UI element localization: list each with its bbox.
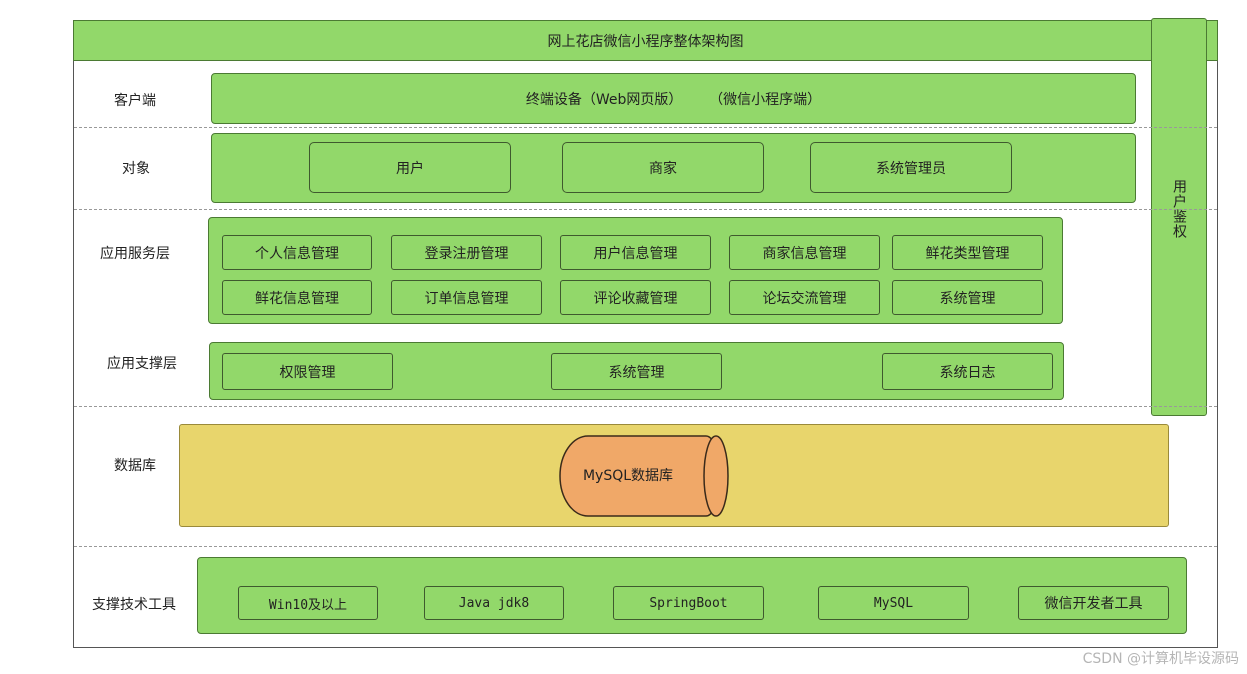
diagram-title: 网上花店微信小程序整体架构图 xyxy=(73,20,1218,61)
service-comment-favorite: 评论收藏管理 xyxy=(560,280,711,315)
separator-line xyxy=(74,546,1217,547)
service-system: 系统管理 xyxy=(892,280,1043,315)
layer-label-object: 对象 xyxy=(122,161,150,177)
tool-java: Java jdk8 xyxy=(424,586,564,620)
layer-label-client: 客户端 xyxy=(114,93,156,109)
tool-springboot: SpringBoot xyxy=(613,586,764,620)
service-flower-type: 鲜花类型管理 xyxy=(892,235,1043,270)
mysql-cylinder-label: MySQL数据库 xyxy=(582,468,674,484)
service-merchant-info: 商家信息管理 xyxy=(729,235,880,270)
support-permission: 权限管理 xyxy=(222,353,393,390)
service-personal-info: 个人信息管理 xyxy=(222,235,372,270)
separator-line xyxy=(74,209,1217,210)
support-system: 系统管理 xyxy=(551,353,722,390)
object-user: 用户 xyxy=(309,142,511,193)
service-order-info: 订单信息管理 xyxy=(391,280,542,315)
layer-label-app-service: 应用服务层 xyxy=(100,246,170,262)
mysql-cylinder-icon xyxy=(559,435,729,517)
tool-mysql: MySQL xyxy=(818,586,969,620)
separator-line xyxy=(74,406,1217,407)
layer-label-database: 数据库 xyxy=(114,458,156,474)
service-login-register: 登录注册管理 xyxy=(391,235,542,270)
tool-os: Win10及以上 xyxy=(238,586,378,620)
service-forum: 论坛交流管理 xyxy=(729,280,880,315)
client-devices-panel: 终端设备（Web网页版） （微信小程序端） xyxy=(211,73,1136,124)
service-user-info: 用户信息管理 xyxy=(560,235,711,270)
service-flower-info: 鲜花信息管理 xyxy=(222,280,372,315)
layer-label-tools: 支撑技术工具 xyxy=(92,597,176,613)
watermark: CSDN @计算机毕设源码 xyxy=(1082,651,1239,667)
object-admin: 系统管理员 xyxy=(810,142,1012,193)
object-merchant: 商家 xyxy=(562,142,764,193)
layer-label-app-support: 应用支撑层 xyxy=(107,356,177,372)
tool-wechat-devtools: 微信开发者工具 xyxy=(1018,586,1169,620)
support-log: 系统日志 xyxy=(882,353,1053,390)
separator-line xyxy=(74,127,1217,128)
user-auth-column: 用户鉴权 xyxy=(1151,18,1207,416)
